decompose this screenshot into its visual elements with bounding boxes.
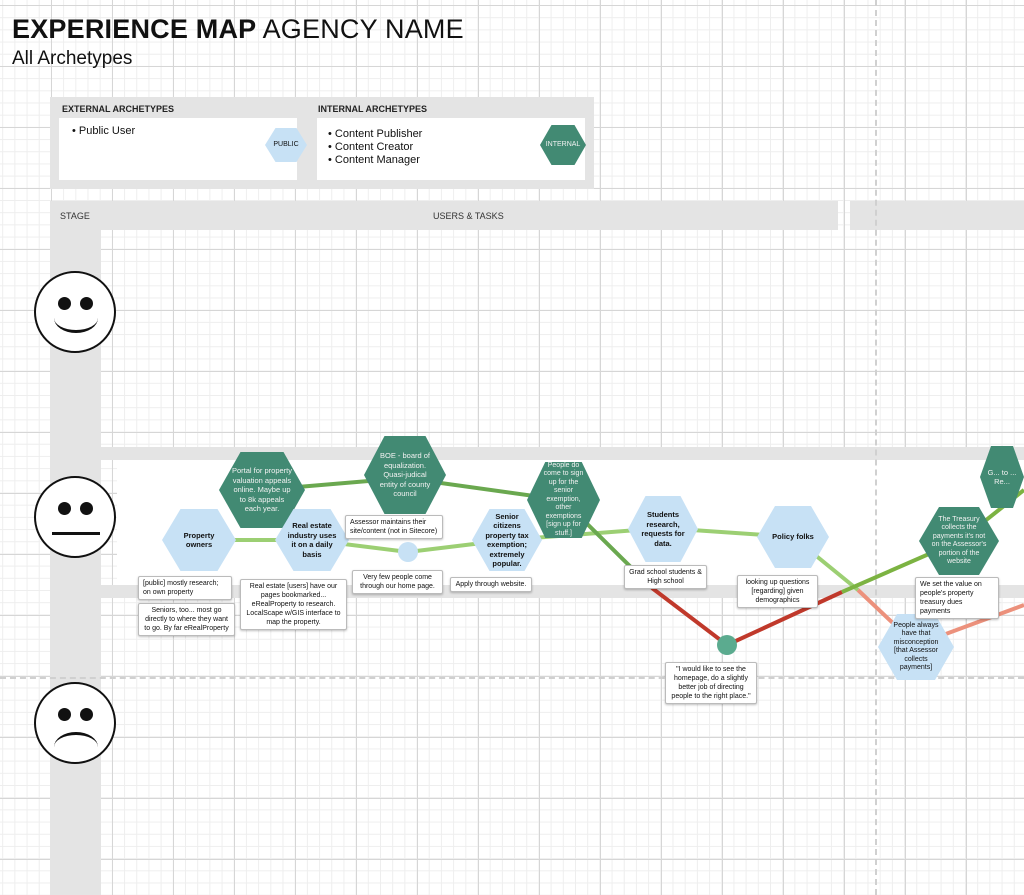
list-item: • Content Manager bbox=[328, 154, 420, 166]
note-real-estate-users: Real estate [users] have our pages bookm… bbox=[240, 579, 347, 630]
horizontal-dashed-divider bbox=[0, 677, 1024, 679]
public-badge: PUBLIC bbox=[265, 128, 307, 162]
pain-point-dot bbox=[717, 635, 737, 655]
note-seniors-too: Seniors, too... most go directly to wher… bbox=[138, 603, 235, 636]
internal-archetype-list: • Content Publisher • Content Creator • … bbox=[328, 128, 422, 167]
stage-header-next bbox=[850, 201, 1024, 230]
stage-header bbox=[50, 201, 838, 230]
node-students: Students research, requests for data. bbox=[628, 496, 698, 562]
touchpoint-dot bbox=[398, 542, 418, 562]
internal-badge: INTERNAL bbox=[540, 125, 586, 165]
node-misconception: People always have that misconception [t… bbox=[878, 614, 954, 680]
page-subtitle: All Archetypes bbox=[12, 48, 133, 69]
neutral-band-top bbox=[101, 447, 1024, 460]
note-apply: Apply through website. bbox=[450, 577, 532, 592]
page-title: EXPERIENCE MAP AGENCY NAME bbox=[12, 14, 464, 45]
title-bold: EXPERIENCE MAP bbox=[12, 14, 257, 44]
external-archetype-list: • Public User bbox=[72, 125, 135, 138]
happy-face-icon bbox=[34, 271, 116, 353]
note-grad-school: Grad school students & High school bbox=[624, 565, 707, 589]
note-few-people: Very few people come through our home pa… bbox=[352, 570, 443, 594]
note-assessor: Assessor maintains their site/content (n… bbox=[345, 515, 443, 539]
vertical-dashed-divider bbox=[875, 0, 877, 895]
users-tasks-column-label: USERS & TASKS bbox=[433, 211, 504, 221]
internal-journey-line bbox=[261, 475, 654, 590]
note-looking-up: looking up questions [regarding] given d… bbox=[737, 575, 818, 608]
note-public-research: [public] mostly research; on own propert… bbox=[138, 576, 232, 600]
stage-column-label: STAGE bbox=[60, 211, 90, 221]
internal-archetypes-label: INTERNAL ARCHETYPES bbox=[318, 104, 428, 114]
external-archetypes-label: EXTERNAL ARCHETYPES bbox=[62, 104, 175, 114]
node-signup: People do come to sign up for the senior… bbox=[527, 462, 600, 538]
sad-face-icon bbox=[34, 682, 116, 764]
neutral-face-icon bbox=[34, 476, 116, 558]
list-item: • Content Creator bbox=[328, 141, 414, 153]
agency-name: AGENCY NAME bbox=[262, 14, 464, 44]
note-quote-homepage: "I would like to see the homepage, do a … bbox=[665, 662, 757, 704]
note-value: We set the value on people's property tr… bbox=[915, 577, 999, 619]
list-item: • Content Publisher bbox=[328, 128, 423, 140]
external-archetypes-box bbox=[59, 118, 297, 180]
internal-archetypes-box bbox=[317, 118, 585, 180]
list-item: • Public User bbox=[72, 125, 136, 137]
